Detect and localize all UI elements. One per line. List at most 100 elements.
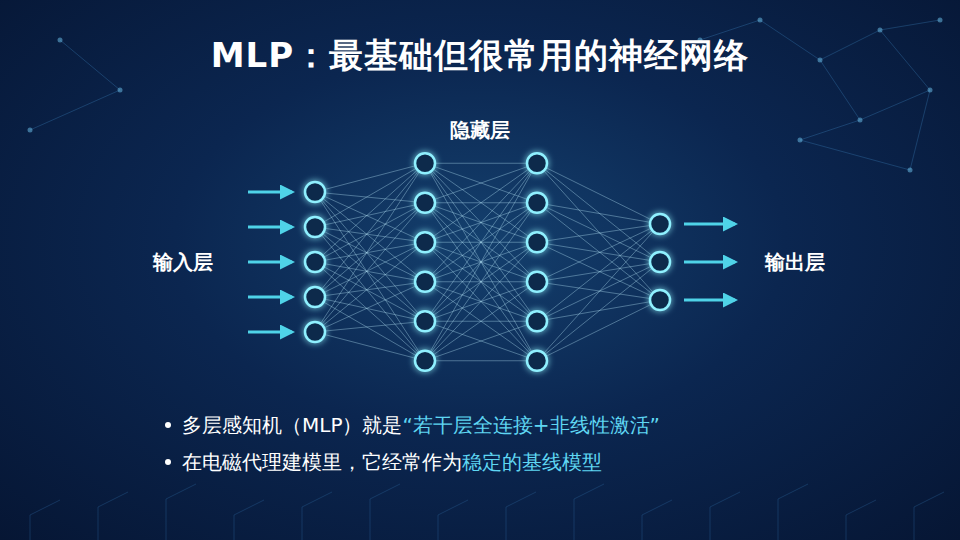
flow-arrow (684, 261, 735, 264)
circuit-line (438, 500, 468, 540)
weight-connection (315, 192, 425, 282)
neuron (415, 272, 435, 292)
decor-line (820, 30, 880, 60)
decor-dot (798, 138, 803, 143)
flow-arrow (684, 299, 735, 302)
weight-connection (537, 163, 660, 224)
weight-connection (425, 203, 537, 361)
weight-connection (315, 203, 425, 297)
circuit-line (642, 500, 672, 540)
decor-dot (878, 28, 883, 33)
weight-connection (315, 163, 425, 332)
decor-dot (758, 18, 763, 23)
neuron (415, 311, 435, 331)
flow-arrow (248, 191, 292, 194)
highlight-text: “若干层全连接+非线性激活” (402, 412, 659, 439)
weight-connection (425, 163, 537, 321)
weight-connection (425, 203, 537, 361)
weight-connection (425, 163, 537, 321)
flow-arrow (248, 331, 292, 334)
circuit-line (98, 492, 128, 540)
neuron (305, 252, 325, 272)
decor-dot (858, 118, 863, 123)
decor-dot (908, 168, 913, 173)
weight-connection (537, 262, 660, 321)
weight-connection (315, 262, 425, 282)
weight-connection (425, 163, 537, 242)
neuron (527, 351, 547, 371)
weight-connection (315, 227, 425, 282)
weight-connection (537, 282, 660, 300)
weight-connection (315, 192, 425, 321)
circuit-line (506, 492, 536, 540)
circuit-line (574, 484, 604, 540)
neuron (650, 214, 670, 234)
layer-label: 输出层 (765, 249, 825, 276)
weight-connection (315, 203, 425, 262)
weight-connection (425, 163, 537, 203)
weight-connection (425, 163, 537, 361)
decor-line (820, 60, 860, 120)
weight-connection (315, 163, 425, 297)
weight-connection (537, 203, 660, 224)
decor-dot (928, 88, 933, 93)
weight-connection (537, 262, 660, 361)
decor-line (760, 20, 820, 60)
circuit-line (234, 500, 264, 540)
circuit-line (846, 500, 876, 540)
circuit-line (914, 492, 944, 540)
weight-connection (315, 242, 425, 332)
flow-arrow (248, 261, 292, 264)
bullet-text: 在电磁代理建模里，它经常作为 (182, 449, 462, 476)
circuit-line (370, 484, 400, 540)
neuron (527, 193, 547, 213)
decor-dot (818, 58, 823, 63)
bullet-line: 多层感知机（MLP）就是“若干层全连接+非线性激活” (182, 412, 660, 439)
neuron (527, 272, 547, 292)
weight-connection (425, 163, 537, 164)
weight-connection (425, 163, 537, 282)
circuit-line (166, 484, 196, 540)
neuron (415, 193, 435, 213)
weight-connection (425, 242, 537, 361)
weight-connection (425, 242, 537, 361)
weight-connection (537, 262, 660, 282)
weight-connection (537, 203, 660, 300)
neuron (650, 252, 670, 272)
weight-connection (425, 163, 537, 282)
weight-connection (537, 163, 660, 262)
flow-arrow (248, 226, 292, 229)
weight-connection (315, 242, 425, 297)
weight-connection (537, 224, 660, 242)
circuit-line (302, 492, 332, 540)
weight-connection (537, 163, 660, 300)
weight-connection (315, 192, 425, 203)
decor-line (800, 140, 910, 170)
weight-connection (537, 242, 660, 262)
decor-dot (28, 128, 33, 133)
neuron (415, 153, 435, 173)
weight-connection (425, 321, 537, 361)
decor-line (860, 90, 930, 120)
layer-label: 输入层 (153, 249, 213, 276)
neuron (305, 217, 325, 237)
weight-connection (425, 163, 537, 242)
weight-connection (537, 300, 660, 361)
weight-connection (425, 321, 537, 361)
decor-line (800, 120, 860, 140)
weight-connection (315, 163, 425, 227)
slide-title: MLP：最基础但很常用的神经网络 (0, 33, 960, 79)
flow-arrow (248, 296, 292, 299)
flow-arrow (684, 223, 735, 226)
weight-connection (537, 224, 660, 321)
highlight-text: 稳定的基线模型 (462, 449, 602, 476)
decor-line (60, 40, 120, 90)
weight-connection (315, 321, 425, 332)
weight-connection (425, 282, 537, 361)
decor-line (880, 30, 930, 90)
weight-connection (315, 282, 425, 332)
weight-connection (315, 227, 425, 242)
decor-dot (58, 38, 63, 43)
weight-connection (315, 297, 425, 321)
